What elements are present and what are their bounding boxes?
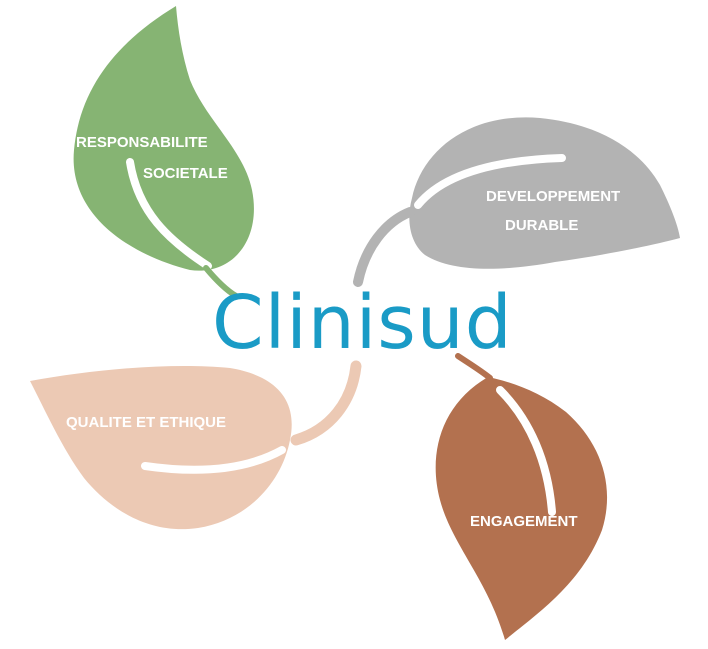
brand-logo: Clinisud (212, 280, 513, 366)
leaf-qualite-et-ethique-label-1: QUALITE ET ETHIQUE (66, 414, 226, 431)
leaf-responsabilite-societale-label-1: RESPONSABILITE (76, 134, 208, 151)
leaf-engagement-vein (496, 386, 556, 516)
leaf-qualite-et-ethique-shape (30, 365, 292, 530)
leaf-developpement-durable-stem (353, 207, 415, 287)
leaf-developpement-durable: DEVELOPPEMENT DURABLE (353, 117, 680, 287)
leaf-engagement-label-1: ENGAGEMENT (470, 513, 578, 530)
leaf-engagement-shape (435, 377, 608, 640)
leaf-qualite-et-ethique-stem (290, 360, 362, 446)
leaf-qualite-et-ethique: QUALITE ET ETHIQUE (30, 360, 362, 530)
leaf-qualite-et-ethique-vein (141, 446, 286, 474)
leaf-responsabilite-societale-stem (203, 265, 239, 299)
leaf-engagement-stem (455, 353, 493, 381)
leaf-responsabilite-societale-shape (73, 6, 254, 271)
leaf-responsabilite-societale: RESPONSABILITE SOCIETALE (73, 6, 254, 299)
leaf-responsabilite-societale-vein (126, 158, 212, 270)
leaf-engagement: ENGAGEMENT (435, 353, 608, 640)
leaf-developpement-durable-label-2: DURABLE (505, 217, 578, 234)
leaf-developpement-durable-shape (409, 117, 680, 269)
leaf-responsabilite-societale-label-2: SOCIETALE (143, 165, 228, 182)
leaf-developpement-durable-vein (414, 154, 566, 209)
leaf-developpement-durable-label-1: DEVELOPPEMENT (486, 188, 620, 205)
